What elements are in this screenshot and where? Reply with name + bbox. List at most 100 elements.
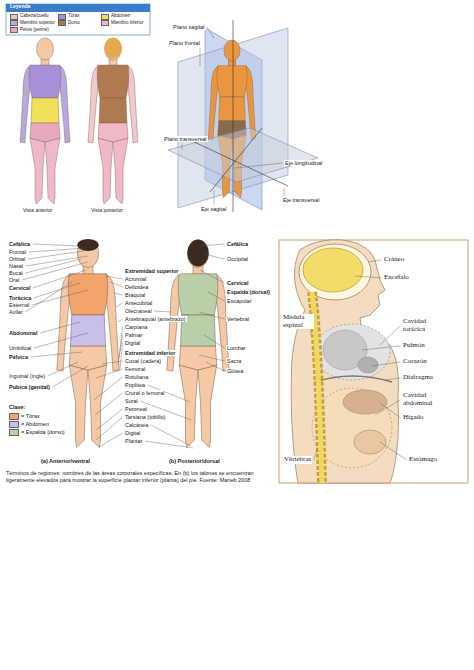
leader-line xyxy=(114,293,123,295)
leader-line xyxy=(30,352,82,357)
leader-line xyxy=(200,244,225,246)
legend-item: = Tórax xyxy=(8,413,41,420)
legend-text: Tórax xyxy=(68,14,80,19)
region-label: Encéfalo xyxy=(383,274,410,282)
body-back xyxy=(88,38,138,204)
legend-item: Miembro inferior xyxy=(100,20,145,26)
transverse-axis xyxy=(190,140,288,186)
legend-swatch xyxy=(10,27,18,33)
region-label: Plano sagital xyxy=(172,24,206,30)
leader-line xyxy=(235,163,283,168)
legend-text: = Tórax xyxy=(21,413,40,419)
region-label: Digital xyxy=(124,430,141,436)
region-label: Umbilical xyxy=(8,345,32,351)
region-label: Plano frontal xyxy=(168,40,201,46)
region-label: Torácica xyxy=(8,295,32,301)
leader-line xyxy=(380,403,401,418)
legend-swatch xyxy=(101,20,109,26)
leader-line xyxy=(52,366,88,387)
region-label: Leyenda xyxy=(9,4,31,10)
region-label: Frontal xyxy=(8,249,27,255)
leader-line xyxy=(96,369,123,378)
legend-swatch xyxy=(10,14,18,20)
leader-line xyxy=(375,400,401,415)
stomach xyxy=(354,430,386,454)
region-label: Hígado xyxy=(402,414,425,422)
region-label: Axilar xyxy=(8,309,24,315)
leader-line xyxy=(33,270,86,288)
region-label: Médula espinal xyxy=(282,314,314,329)
figure-caption: Términos de regiones: nombres de las áre… xyxy=(6,470,268,483)
region-label: Nasal xyxy=(8,263,24,269)
legend-swatch xyxy=(9,421,19,428)
leader-line xyxy=(206,362,225,371)
legend-item: Dorso xyxy=(57,20,81,26)
region-label: Plano transversal xyxy=(163,136,208,142)
region-label: Olecraneal xyxy=(124,308,153,314)
region-label: Poplítea xyxy=(124,382,146,388)
longitudinal-axis xyxy=(233,20,234,212)
region-label: Eje longitudinal xyxy=(284,160,323,166)
leader-line xyxy=(355,276,382,278)
heart xyxy=(358,357,378,373)
skull xyxy=(299,244,371,300)
region-label: Occipital xyxy=(226,256,249,262)
leader-line xyxy=(96,409,123,430)
region-label: Antecubital xyxy=(124,300,153,306)
legend-item: Pelvis (periné) xyxy=(9,27,50,33)
leader-line xyxy=(311,331,312,335)
region-label: Escapular xyxy=(226,298,252,304)
region-label: Digital xyxy=(124,340,141,346)
legend-item: Miembro superior xyxy=(9,20,56,26)
legend-swatch xyxy=(10,20,18,26)
legend-swatch xyxy=(58,20,66,26)
leader-line xyxy=(214,190,215,205)
body-anterior xyxy=(57,240,120,448)
legend-text: Pelvis (periné) xyxy=(20,28,49,33)
region-label: Extremidad inferior xyxy=(124,350,176,356)
region-label: Palmar xyxy=(124,332,143,338)
hair xyxy=(187,239,208,266)
leader-line xyxy=(95,393,123,415)
region-label: Tarsiana (tobillo) xyxy=(124,414,166,420)
region-label: Abdominal xyxy=(8,330,38,336)
leader-line xyxy=(207,27,214,38)
leader-line xyxy=(102,361,123,364)
region-label: Cervical xyxy=(226,280,249,286)
region-label: Sacra xyxy=(226,358,242,364)
leader-line xyxy=(200,48,201,66)
region-label: Pulmón xyxy=(402,342,426,350)
leader-line xyxy=(199,355,225,361)
region-label: Espalda (dorsal) xyxy=(226,289,271,295)
legend-swatch xyxy=(9,413,19,420)
leader-line xyxy=(200,270,225,283)
legend-swatch xyxy=(9,429,19,436)
leader-line xyxy=(25,282,72,312)
region-label: Bucal xyxy=(8,270,24,276)
region-label: Eje transversal xyxy=(282,197,320,203)
legend-text: Miembro superior xyxy=(20,21,55,26)
legend-item: Cabeza/cuello xyxy=(9,14,50,20)
region-label: Sural xyxy=(124,398,139,404)
region-label: Clave: xyxy=(8,404,27,410)
region-label: Cefálica xyxy=(226,241,249,247)
region-label: Eje sagital xyxy=(200,206,227,212)
leader-line xyxy=(380,442,407,460)
region-label: Braquial xyxy=(124,292,146,298)
region-label: Plantar xyxy=(124,438,143,444)
leader-line xyxy=(34,333,88,348)
leader-line xyxy=(29,248,86,252)
leader-line xyxy=(314,450,317,460)
legend-header xyxy=(6,4,150,12)
leader-line xyxy=(372,362,401,366)
region-label: Femoral xyxy=(124,366,146,372)
region-label: Oral xyxy=(8,277,20,283)
region-label: Cráneo xyxy=(383,256,405,264)
region-label: Rotuliana xyxy=(124,374,149,380)
region-label: Vista posterior xyxy=(90,208,124,214)
region-label: Inguinal (ingle) xyxy=(8,373,46,379)
hair xyxy=(77,239,99,251)
region-label: Antebraquial (antebrazo) xyxy=(124,316,187,322)
region-label: Carpiana xyxy=(124,324,148,330)
